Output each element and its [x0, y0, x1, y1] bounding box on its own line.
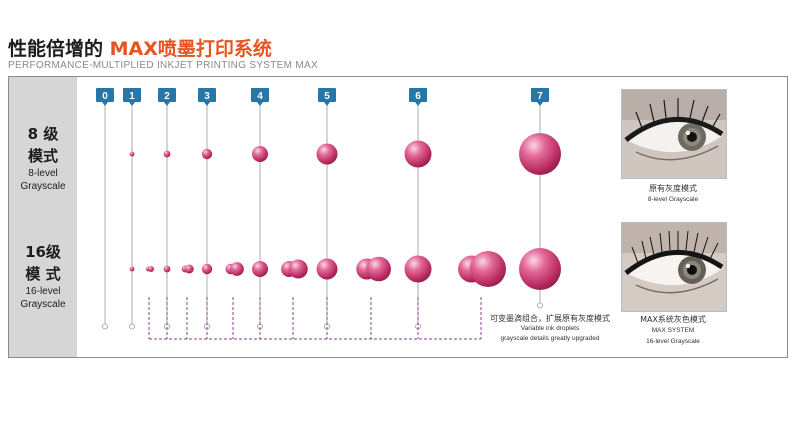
level-marker-3: 3	[198, 88, 216, 106]
photo-max-caption-en-1: MAX SYSTEM	[651, 327, 695, 334]
level-marker-label-5: 5	[324, 91, 330, 102]
level-marker-2: 2	[158, 88, 176, 106]
photo-original-caption-zh: 原有灰度模式	[649, 184, 697, 193]
row-label-8-level: 8 级 模式 8-level Grayscale	[9, 123, 77, 193]
level-marker-pointer-5	[324, 102, 330, 106]
row-8-en-1: 8-level	[28, 168, 58, 179]
level-marker-label-6: 6	[415, 91, 421, 102]
droplet-16-level-1-5	[145, 266, 154, 272]
droplet-16-level-5-5-b	[366, 256, 391, 282]
page-subtitle: PERFORMANCE-MULTIPLIED INKJET PRINTING S…	[8, 60, 318, 71]
level-marker-0: 0	[96, 88, 114, 106]
droplet-16-level-3-5-b	[230, 262, 244, 276]
eye-image-max	[622, 223, 726, 311]
level-marker-6: 6	[409, 88, 427, 106]
level-marker-5: 5	[318, 88, 336, 106]
photo-max-caption-en-2: 16-level Grayscale	[646, 338, 700, 345]
droplet-16-level-1-5-b	[148, 266, 154, 272]
level-marker-pointer-2	[164, 102, 170, 106]
droplet-diagram: 0 1 2 3 4 5 6 7	[96, 88, 561, 340]
photo-max-grayscale	[621, 222, 727, 312]
droplet-16-level-2	[163, 265, 171, 273]
row-label-16-level: 16级 模 式 16-level Grayscale	[9, 241, 77, 311]
photo-max-caption: MAX系统灰色模式 MAX SYSTEM 16-level Grayscale	[621, 314, 725, 347]
diagram-panel: 8 级 模式 8-level Grayscale 16级 模 式 16-leve…	[8, 76, 788, 358]
photo-original-caption-en: 8-level Grayscale	[647, 196, 699, 203]
droplet-8-level-3	[201, 148, 213, 160]
variable-droplets-caption: 可变墨滴组合，扩展原有灰度模式 Variable ink droplets gr…	[478, 314, 622, 344]
droplet-8-level-5	[316, 143, 338, 165]
level-marker-box-1	[123, 88, 141, 102]
level-marker-box-4	[251, 88, 269, 102]
photo-original-grayscale	[621, 89, 727, 179]
variable-caption-zh: 可变墨滴组合，扩展原有灰度模式	[490, 314, 610, 323]
droplet-16-level-3-5	[225, 262, 244, 276]
level-marker-pointer-1	[129, 102, 135, 106]
level-marker-box-5	[318, 88, 336, 102]
row-label-band	[9, 77, 77, 357]
level-marker-pointer-6	[415, 102, 421, 106]
row-16-en-2: Grayscale	[20, 299, 66, 310]
level-marker-4: 4	[251, 88, 269, 106]
droplet-16-level-6	[404, 255, 432, 283]
droplet-16-level-4	[252, 261, 268, 277]
title-prefix: 性能倍增的	[8, 38, 110, 60]
level-marker-box-3	[198, 88, 216, 102]
droplet-16-level-5	[316, 258, 338, 280]
level-marker-box-2	[158, 88, 176, 102]
row-16-en-1: 16-level	[25, 286, 61, 297]
level-marker-pointer-0	[102, 102, 108, 106]
droplet-16-level-4-5-b	[288, 259, 308, 279]
level-marker-pointer-3	[204, 102, 210, 106]
level-marker-box-0	[96, 88, 114, 102]
level-marker-label-4: 4	[257, 91, 263, 102]
row-16-zh-1: 16级	[25, 243, 61, 261]
variable-caption-en-1: Variable ink droplets	[520, 325, 580, 332]
level-marker-label-3: 3	[204, 91, 210, 102]
level-marker-1: 1	[123, 88, 141, 106]
droplet-8-level-1	[129, 151, 135, 157]
level-marker-label-2: 2	[164, 91, 170, 102]
level-marker-label-0: 0	[102, 91, 108, 102]
row-8-zh-2: 模式	[27, 147, 58, 165]
droplet-16-level-6-5	[458, 251, 506, 287]
droplet-16-level-1	[129, 266, 135, 272]
guide-end-0	[102, 323, 108, 330]
row-8-zh-1: 8 级	[27, 125, 59, 143]
droplet-16-level-7	[519, 248, 561, 290]
droplet-16-level-5-5	[356, 256, 391, 282]
photo-original-caption: 原有灰度模式 8-level Grayscale	[621, 183, 725, 205]
row-8-en-2: Grayscale	[20, 181, 66, 192]
droplet-16-level-2-5-b	[184, 264, 194, 274]
level-marker-box-7	[531, 88, 549, 102]
guide-end-7	[537, 302, 543, 309]
level-marker-pointer-4	[257, 102, 263, 106]
level-marker-box-6	[409, 88, 427, 102]
eye-image-original	[622, 90, 726, 178]
droplet-8-level-6	[404, 140, 432, 168]
droplet-16-level-2-5	[181, 264, 194, 274]
droplet-8-level-2	[163, 150, 171, 158]
droplet-8-level-7	[519, 133, 561, 175]
level-marker-7: 7	[531, 88, 549, 106]
variable-caption-en-2: grayscale details greatly upgraded	[500, 335, 600, 342]
row-16-zh-2: 模 式	[25, 265, 61, 283]
level-marker-label-7: 7	[537, 91, 543, 102]
page-title: 性能倍增的 MAX喷墨打印系统	[8, 34, 272, 61]
droplet-16-level-6-5-b	[470, 251, 506, 287]
photo-max-caption-zh: MAX系统灰色模式	[640, 315, 706, 324]
level-marker-label-1: 1	[129, 91, 135, 102]
droplet-16-level-4-5	[281, 259, 308, 279]
level-marker-pointer-7	[537, 102, 543, 106]
guide-end-1	[129, 323, 135, 330]
droplet-8-level-4	[252, 146, 268, 162]
title-accent: MAX喷墨打印系统	[109, 38, 272, 60]
droplet-16-level-3	[201, 263, 213, 275]
